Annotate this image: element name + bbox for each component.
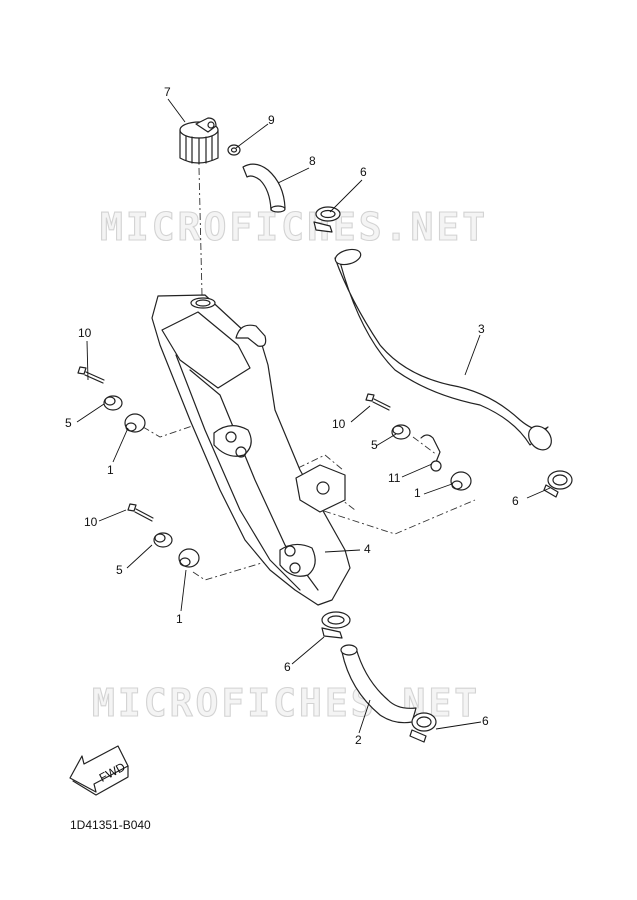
callout-5-upper-left: 5: [65, 416, 72, 430]
grommet-upper-left: [124, 413, 146, 433]
radiator-hose-short: [340, 644, 417, 724]
callout-10-right: 10: [332, 417, 346, 431]
collar-upper-left: [103, 395, 123, 411]
callout-5-right: 5: [371, 438, 378, 452]
grommet-lower-left: [178, 548, 200, 568]
callout-4: 4: [364, 542, 371, 556]
hose-clamp-middle: [321, 611, 351, 639]
hose-clamp-right: [543, 470, 573, 498]
callout-6-middle: 6: [284, 660, 291, 674]
callout-3: 3: [478, 322, 485, 336]
callout-1-lower-left: 1: [176, 612, 183, 626]
radiator: [151, 294, 351, 606]
bolt-right: [365, 393, 391, 411]
callout-2: 2: [355, 733, 362, 747]
callout-6-right: 6: [512, 494, 519, 508]
diagram-code: 1D41351-B040: [70, 818, 151, 832]
collar-right: [391, 424, 411, 440]
callout-11: 11: [388, 471, 401, 485]
radiator-cap: [179, 117, 219, 165]
hose-clamp-top: [313, 206, 341, 233]
grommet-right: [450, 471, 472, 491]
callout-9: 9: [268, 113, 275, 127]
collar-lower-left: [153, 532, 173, 548]
callout-1-right: 1: [414, 486, 421, 500]
callout-5-lower-left: 5: [116, 563, 123, 577]
radiator-hose-long: [334, 248, 552, 451]
callout-6-top: 6: [360, 165, 367, 179]
forward-arrow-icon: FWD: [69, 745, 129, 796]
leader-lines: [76, 98, 551, 734]
callout-8: 8: [309, 154, 316, 168]
callout-6-bottom: 6: [482, 714, 489, 728]
bracket-right: [420, 434, 442, 472]
watermark-bottom: MICROFICHES.NET: [92, 681, 480, 725]
callout-1-upper-left: 1: [107, 463, 114, 477]
callout-10-lower-left: 10: [84, 515, 98, 529]
bolt-lower-left: [127, 503, 154, 522]
callout-7: 7: [164, 85, 171, 99]
watermark-top: MICROFICHES.NET: [100, 205, 488, 249]
callouts: 7 9 8 6 3 10 5 1 10 5 11 1 6 10 5 1 4 6 …: [65, 85, 519, 747]
hose-clamp-bottom: [409, 712, 437, 743]
callout-10-upper-left: 10: [78, 326, 92, 340]
bolt-upper-left: [77, 366, 105, 384]
overflow-hose: [242, 163, 286, 213]
